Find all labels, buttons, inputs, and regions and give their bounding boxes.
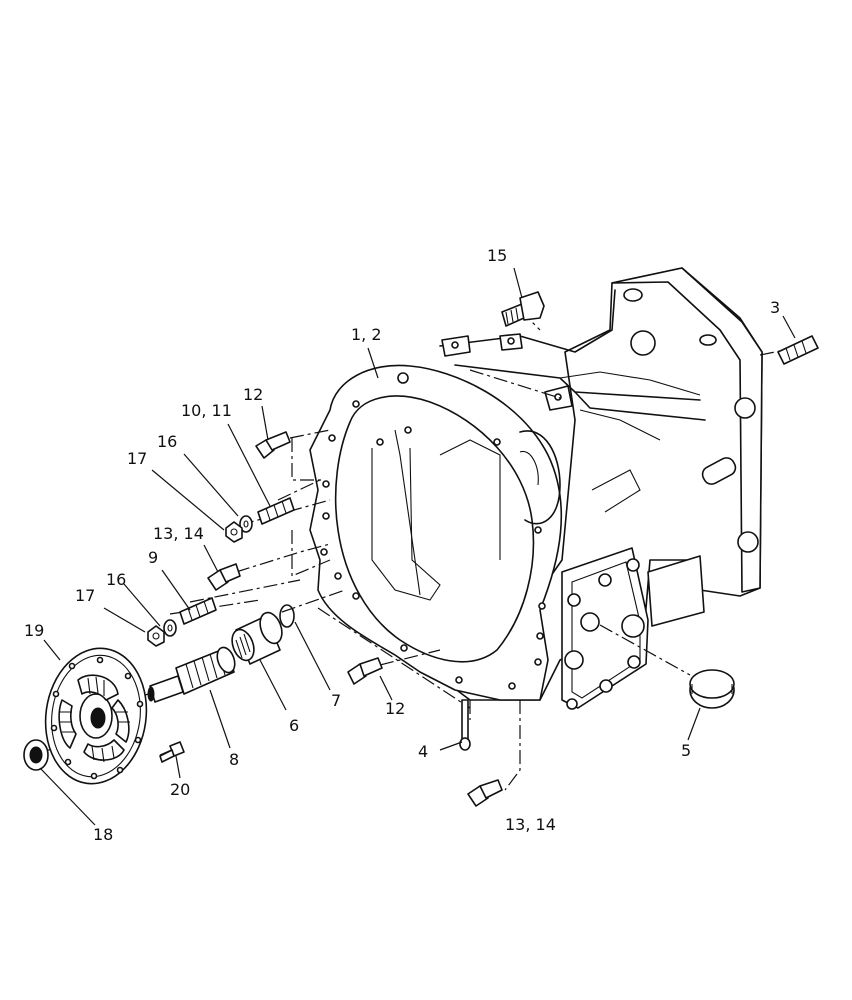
damper-springs <box>58 674 130 763</box>
callout-4: 4 <box>418 742 428 761</box>
callout-17-top: 17 <box>127 449 147 468</box>
callout-17-bottom: 17 <box>75 586 95 605</box>
bolt-12-bottom <box>347 657 383 685</box>
callout-3: 3 <box>770 298 780 317</box>
shaft-8 <box>147 646 236 703</box>
callout-10-11: 10, 11 <box>181 401 232 420</box>
callout-16-top: 16 <box>157 432 177 451</box>
stud-3 <box>777 335 819 365</box>
seal-18 <box>23 739 49 771</box>
callout-labels: 1, 2 15 3 12 10, 11 16 17 13, 14 9 16 17… <box>24 246 780 844</box>
callout-18: 18 <box>93 825 113 844</box>
transmission-housing <box>309 267 763 710</box>
stud-10-11 <box>257 497 295 525</box>
callout-20: 20 <box>170 780 190 799</box>
callout-8: 8 <box>229 750 239 769</box>
damper-plate-19 <box>44 647 148 785</box>
stud-9 <box>179 597 217 625</box>
plug-5 <box>689 669 735 709</box>
callout-19: 19 <box>24 621 44 640</box>
callout-13-14-left: 13, 14 <box>153 524 204 543</box>
callout-6: 6 <box>289 716 299 735</box>
callout-16-bottom: 16 <box>106 570 126 589</box>
callout-1-2: 1, 2 <box>351 325 382 344</box>
callout-12-top: 12 <box>243 385 263 404</box>
callout-9: 9 <box>148 548 158 567</box>
washer-16-top <box>239 515 253 533</box>
bearing-6 <box>231 611 283 665</box>
callout-7: 7 <box>331 691 341 710</box>
bolt-12-top <box>255 431 291 459</box>
snap-ring-7 <box>279 604 295 628</box>
callout-15: 15 <box>487 246 507 265</box>
screw-20 <box>159 741 185 763</box>
bolt-13-14-left <box>207 563 241 591</box>
nut-17-top <box>225 521 243 543</box>
pin-4 <box>459 699 471 751</box>
callout-13-14-bottom: 13, 14 <box>505 815 556 834</box>
leader-lines <box>39 267 796 826</box>
callout-12-bottom: 12 <box>385 699 405 718</box>
rear-flange-holes <box>623 288 759 553</box>
washer-16-bottom <box>163 619 177 637</box>
callout-5: 5 <box>681 741 691 760</box>
bolt-15 <box>501 291 545 327</box>
nut-17-bottom <box>147 625 165 647</box>
bolt-13-14-bottom <box>467 779 503 807</box>
bell-flange-holes <box>320 372 546 690</box>
